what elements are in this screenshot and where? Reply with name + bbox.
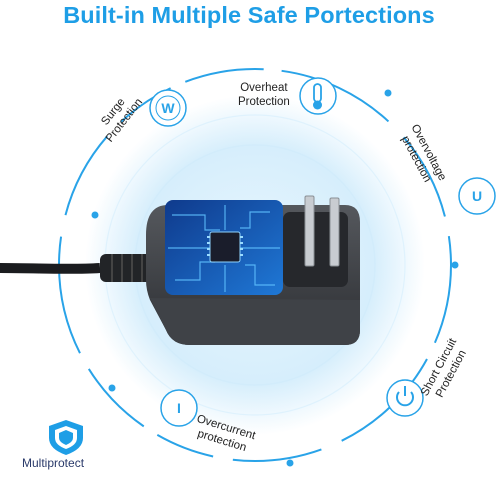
svg-text:I: I bbox=[177, 400, 181, 416]
svg-text:U: U bbox=[472, 188, 482, 204]
svg-text:W: W bbox=[161, 100, 175, 116]
ring-dot bbox=[91, 211, 99, 219]
power-cable bbox=[0, 263, 101, 274]
shield-icon bbox=[45, 418, 87, 455]
power-icon bbox=[386, 379, 424, 417]
adapter-body bbox=[146, 195, 360, 345]
prong-left bbox=[304, 195, 315, 267]
chip bbox=[209, 231, 241, 263]
ring-dot bbox=[286, 459, 294, 467]
ring-dot bbox=[108, 384, 116, 392]
page-title: Built-in Multiple Safe Portections bbox=[63, 2, 435, 28]
ring-dot bbox=[384, 89, 392, 97]
cable-strain-relief bbox=[100, 254, 156, 282]
prong-right bbox=[329, 197, 340, 267]
thermometer-icon bbox=[299, 77, 337, 115]
overvoltage-icon: U bbox=[458, 177, 496, 215]
multiprotect-label: Multiprotect bbox=[22, 456, 85, 470]
surge-icon: W bbox=[149, 89, 187, 127]
overcurrent-icon: I bbox=[160, 389, 198, 427]
label-overheat-protection: Overheat Protection bbox=[238, 82, 290, 108]
ring-dot bbox=[451, 261, 459, 269]
